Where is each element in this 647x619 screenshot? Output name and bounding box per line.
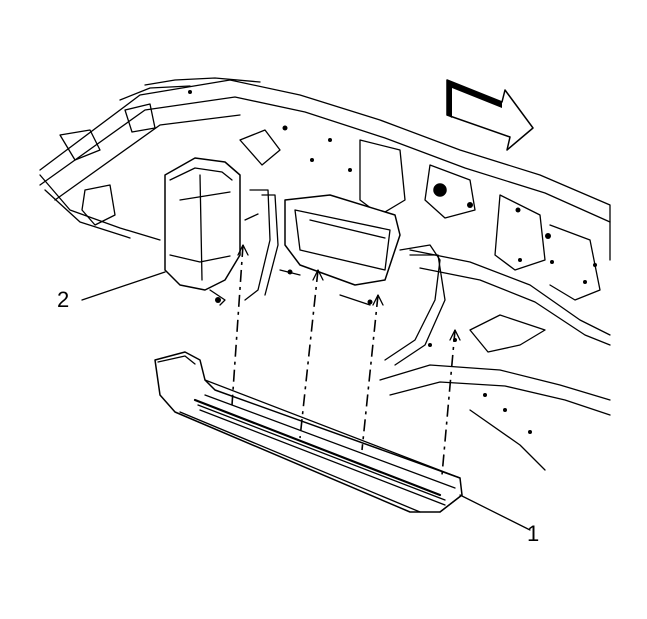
step-bracket [164,157,446,366]
callout-label-1: 1 [527,521,539,546]
callout-leader-2 [81,271,166,301]
step-assembly [154,351,463,513]
vehicle-frame [39,77,611,471]
forward-arrow-icon [446,79,534,151]
callout-label-2: 2 [57,287,69,312]
assembly-guide-lines [231,244,461,476]
callout-leader-1 [459,494,531,531]
